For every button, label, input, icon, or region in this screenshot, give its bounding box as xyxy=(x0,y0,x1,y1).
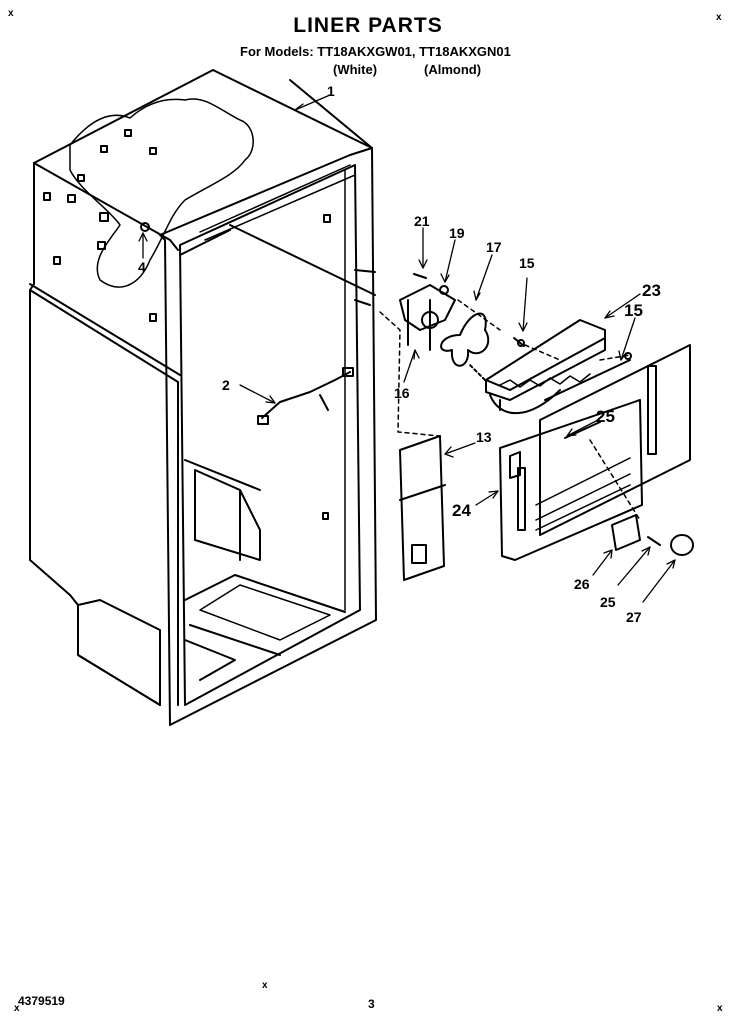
callout-label: 25 xyxy=(596,407,615,426)
damper-part-13 xyxy=(399,435,446,581)
callout-label: 23 xyxy=(642,281,661,300)
assembly-lines xyxy=(379,299,641,521)
variant-white: (White) xyxy=(333,62,378,77)
variant-almond: (Almond) xyxy=(424,62,482,77)
liner-cabinet xyxy=(29,69,377,726)
callout-label: 15 xyxy=(624,301,643,320)
air-duct-part-23 xyxy=(469,319,606,415)
fan-blade-part-17 xyxy=(440,312,490,367)
fan-motor-assembly xyxy=(399,273,525,367)
screw-part-4 xyxy=(140,222,150,232)
knob-part-27 xyxy=(670,534,694,556)
callout-label: 26 xyxy=(574,576,590,592)
leader-lines xyxy=(138,94,676,603)
wire-harness-part-2 xyxy=(257,367,354,425)
callout-label: 27 xyxy=(626,609,642,625)
control-panel-part-24 xyxy=(499,399,643,561)
callout-label: 25 xyxy=(600,594,616,610)
control-knob-assembly xyxy=(611,514,694,556)
page-number: 3 xyxy=(368,997,375,1011)
corner-mark-bottom-center: x xyxy=(262,980,268,991)
corner-mark-bottom-right: x xyxy=(717,1003,723,1014)
screw-part-25 xyxy=(647,536,661,546)
page-title: LINER PARTS xyxy=(293,14,443,37)
callout-label: 17 xyxy=(486,239,502,255)
callout-label: 24 xyxy=(452,501,471,520)
callout-label: 15 xyxy=(519,255,535,271)
fan-washer-part-19 xyxy=(439,285,449,295)
callout-label: 13 xyxy=(476,429,492,445)
callout-label: 19 xyxy=(449,225,465,241)
corner-mark-top-right: x xyxy=(716,12,722,23)
callout-label: 4 xyxy=(138,259,146,275)
callout-label: 21 xyxy=(414,213,430,229)
models-line: For Models: TT18AKXGW01, TT18AKXGN01 xyxy=(240,44,511,59)
callout-label: 1 xyxy=(327,83,335,99)
part-number: 4379519 xyxy=(18,994,65,1008)
switch-part-26 xyxy=(611,514,641,551)
screw-part-21 xyxy=(413,273,427,279)
corner-mark-bottom-left: x xyxy=(14,1003,20,1014)
callout-label: 2 xyxy=(222,377,230,393)
corner-mark-top-left: x xyxy=(8,8,14,19)
callout-label: 16 xyxy=(394,385,410,401)
